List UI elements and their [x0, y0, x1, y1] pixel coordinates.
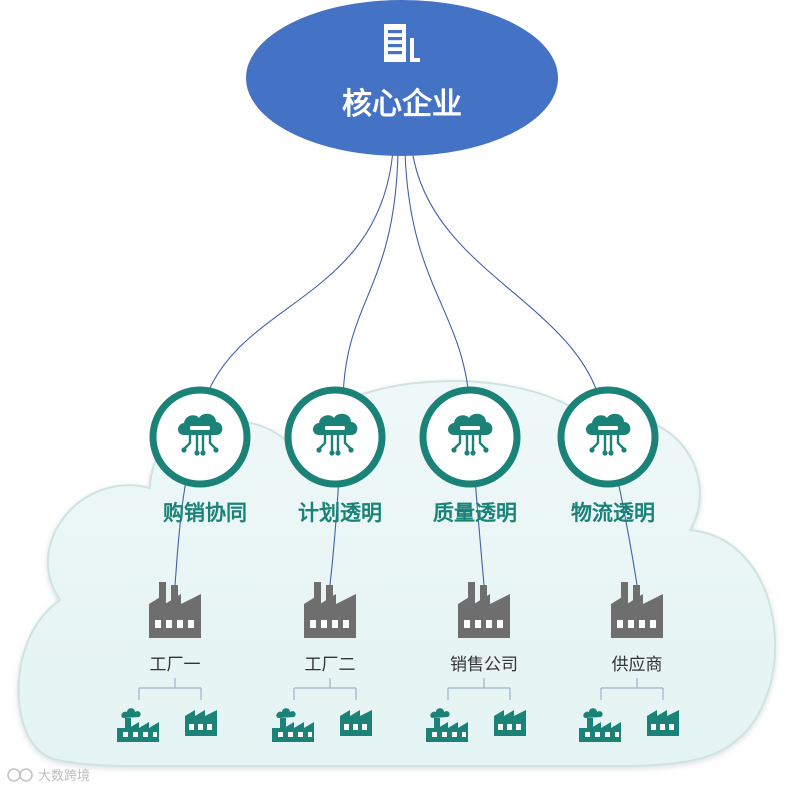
category-node: 购销协同 [149, 386, 251, 525]
entity-node: 工厂二 [272, 582, 372, 742]
category-node: 计划透明 [284, 386, 386, 525]
factory-small-icon [494, 710, 526, 736]
entity-label: 供应商 [612, 655, 663, 675]
entity-node: 供应商 [579, 582, 679, 742]
category-ring [284, 386, 386, 488]
core-ellipse [246, 0, 558, 156]
entity-label: 销售公司 [450, 655, 518, 675]
watermark: 大数跨境 [7, 768, 90, 784]
core-label: 核心企业 [342, 87, 462, 122]
entity-node: 工厂一 [117, 582, 217, 742]
category-ring [149, 386, 251, 488]
entity-row: 工厂一 工厂二 销售公司 供应商 [117, 582, 679, 742]
factory-small-icon [340, 710, 372, 736]
category-ring [557, 386, 659, 488]
category-label: 购销协同 [163, 501, 247, 525]
link-line [411, 149, 638, 586]
factory-small-icon [185, 710, 217, 736]
watermark-text: 大数跨境 [38, 769, 90, 784]
link-line [329, 151, 399, 586]
entity-label: 工厂一 [150, 655, 201, 675]
sub-connector [138, 678, 202, 700]
sub-connector [600, 678, 664, 700]
sub-connector [293, 678, 357, 700]
entity-label: 工厂二 [305, 655, 356, 675]
entity-node: 销售公司 [426, 582, 526, 742]
category-node: 物流透明 [557, 386, 659, 525]
link-line [174, 149, 394, 586]
factory-small-icon [647, 710, 679, 736]
core-enterprise-node: 核心企业 [246, 0, 558, 156]
category-node: 质量透明 [419, 386, 521, 525]
watermark-logo-icon [7, 768, 33, 782]
category-label: 计划透明 [298, 501, 382, 525]
category-label: 质量透明 [433, 501, 517, 525]
category-row: 购销协同 计划透明 质量透明 物流透明 [149, 386, 659, 525]
cloud-background [17, 380, 777, 767]
category-ring [419, 386, 521, 488]
category-label: 物流透明 [571, 501, 655, 525]
sub-connector [447, 678, 511, 700]
